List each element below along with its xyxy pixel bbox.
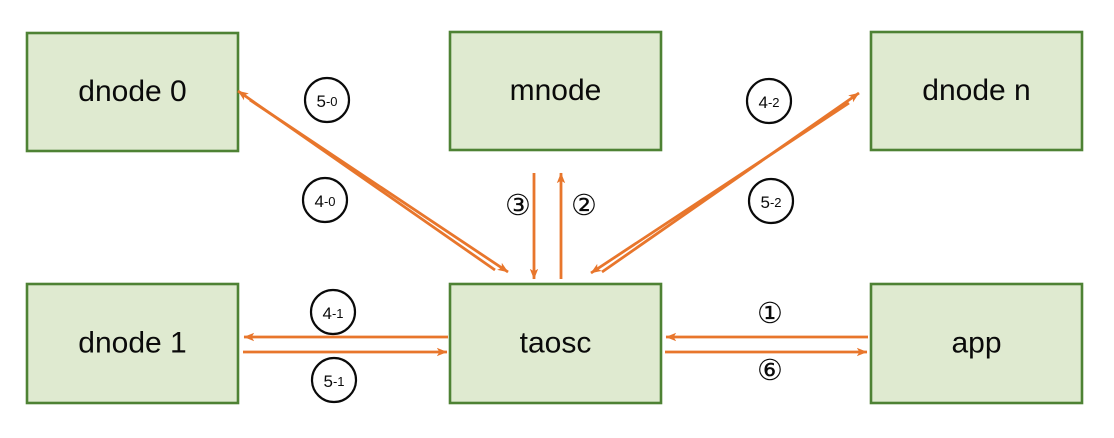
badge-b5-0: 5-0 (303, 76, 351, 124)
edge-badges: 5-0 4-0 ③ ② 4-2 5-2 4-1 5-1 ① ⑥ (301, 76, 795, 404)
node-rect (25, 282, 240, 405)
arrow-e5-2[interactable] (590, 101, 850, 275)
badge-circle-icon (301, 176, 349, 224)
badge-b1: ① (757, 296, 783, 330)
node-rect (869, 282, 1084, 405)
badge-b4-1: 4-1 (309, 288, 357, 336)
node-rect (869, 30, 1084, 152)
node-label: dnode 0 (78, 75, 186, 108)
node-label: mnode (510, 74, 602, 107)
node-app[interactable]: app (869, 282, 1084, 405)
node-taosc[interactable]: taosc (448, 282, 663, 405)
badge-circle-icon (310, 356, 358, 404)
badge-label: ③ (505, 188, 531, 222)
badge-label: ⑥ (757, 353, 783, 387)
badge-label: 4-2 (758, 93, 779, 112)
badge-label: ② (571, 188, 597, 222)
node-dnoden[interactable]: dnode n (869, 30, 1084, 152)
badge-label: 5-2 (760, 193, 781, 212)
badge-circle-icon (745, 77, 793, 125)
node-label: dnode 1 (78, 326, 186, 359)
node-dnode0[interactable]: dnode 0 (25, 31, 240, 153)
node-mnode[interactable]: mnode (448, 30, 663, 152)
badge-b4-0: 4-0 (301, 176, 349, 224)
badge-label: 5-0 (316, 92, 337, 111)
node-rect (448, 282, 663, 405)
badge-b4-2: 4-2 (745, 77, 793, 125)
badge-b2: ② (571, 188, 597, 222)
badge-b6: ⑥ (757, 353, 783, 387)
badge-label: 4-1 (322, 304, 343, 323)
node-dnode1[interactable]: dnode 1 (25, 282, 240, 405)
badge-b5-2: 5-2 (747, 177, 795, 225)
node-rect (448, 30, 663, 152)
badge-label: ① (757, 296, 783, 330)
arrow-e4-0[interactable] (249, 98, 509, 274)
node-rect (25, 31, 240, 153)
node-label: app (951, 326, 1001, 359)
badge-circle-icon (303, 76, 351, 124)
badge-circle-icon (309, 288, 357, 336)
badge-label: 5-1 (323, 372, 344, 391)
node-boxes: dnode 0 mnode dnode n dnode 1 taosc app (25, 30, 1084, 405)
badge-label: 4-0 (314, 192, 335, 211)
node-label: taosc (520, 326, 592, 359)
edge-arrows (237, 89, 868, 357)
badge-b3: ③ (505, 188, 531, 222)
badge-circle-icon (747, 177, 795, 225)
node-label: dnode n (922, 74, 1030, 107)
badge-b5-1: 5-1 (310, 356, 358, 404)
